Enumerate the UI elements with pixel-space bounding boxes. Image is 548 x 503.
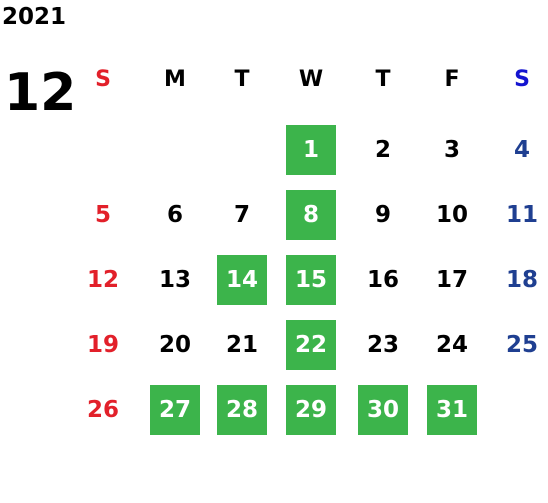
- day-cell-17[interactable]: 17: [435, 267, 468, 293]
- day-cell-25[interactable]: 25: [505, 332, 538, 358]
- weekday-header-wednesday: W: [298, 67, 324, 92]
- weekday-header-tuesday: T: [234, 67, 250, 92]
- day-cell-22[interactable]: 22: [286, 320, 336, 370]
- weekday-header-saturday: S: [514, 67, 530, 92]
- day-cell-14[interactable]: 14: [217, 255, 267, 305]
- month-number: 12: [4, 63, 77, 123]
- day-cell-30[interactable]: 30: [358, 385, 408, 435]
- year-label: 2021: [2, 4, 67, 30]
- day-cell-11[interactable]: 11: [505, 202, 538, 228]
- day-cell-15[interactable]: 15: [286, 255, 336, 305]
- day-cell-19[interactable]: 19: [86, 332, 119, 358]
- day-cell-13[interactable]: 13: [158, 267, 191, 293]
- day-cell-24[interactable]: 24: [435, 332, 468, 358]
- day-cell-7[interactable]: 7: [233, 202, 250, 228]
- day-cell-20[interactable]: 20: [158, 332, 191, 358]
- weekday-header-thursday: T: [375, 67, 391, 92]
- day-cell-26[interactable]: 26: [86, 397, 119, 423]
- day-cell-29[interactable]: 29: [286, 385, 336, 435]
- day-cell-8[interactable]: 8: [286, 190, 336, 240]
- day-cell-9[interactable]: 9: [374, 202, 391, 228]
- day-cell-2[interactable]: 2: [374, 137, 391, 163]
- day-cell-5[interactable]: 5: [94, 202, 111, 228]
- weekday-header-friday: F: [444, 67, 460, 92]
- day-cell-23[interactable]: 23: [366, 332, 399, 358]
- weekday-header-monday: M: [164, 67, 186, 92]
- day-cell-28[interactable]: 28: [217, 385, 267, 435]
- day-cell-31[interactable]: 31: [427, 385, 477, 435]
- day-cell-27[interactable]: 27: [150, 385, 200, 435]
- day-cell-6[interactable]: 6: [166, 202, 183, 228]
- day-cell-12[interactable]: 12: [86, 267, 119, 293]
- day-cell-1[interactable]: 1: [286, 125, 336, 175]
- day-cell-3[interactable]: 3: [443, 137, 460, 163]
- day-cell-21[interactable]: 21: [225, 332, 258, 358]
- day-cell-10[interactable]: 10: [435, 202, 468, 228]
- day-cell-16[interactable]: 16: [366, 267, 399, 293]
- weekday-header-sunday: S: [95, 67, 111, 92]
- day-cell-4[interactable]: 4: [513, 137, 530, 163]
- day-cell-18[interactable]: 18: [505, 267, 538, 293]
